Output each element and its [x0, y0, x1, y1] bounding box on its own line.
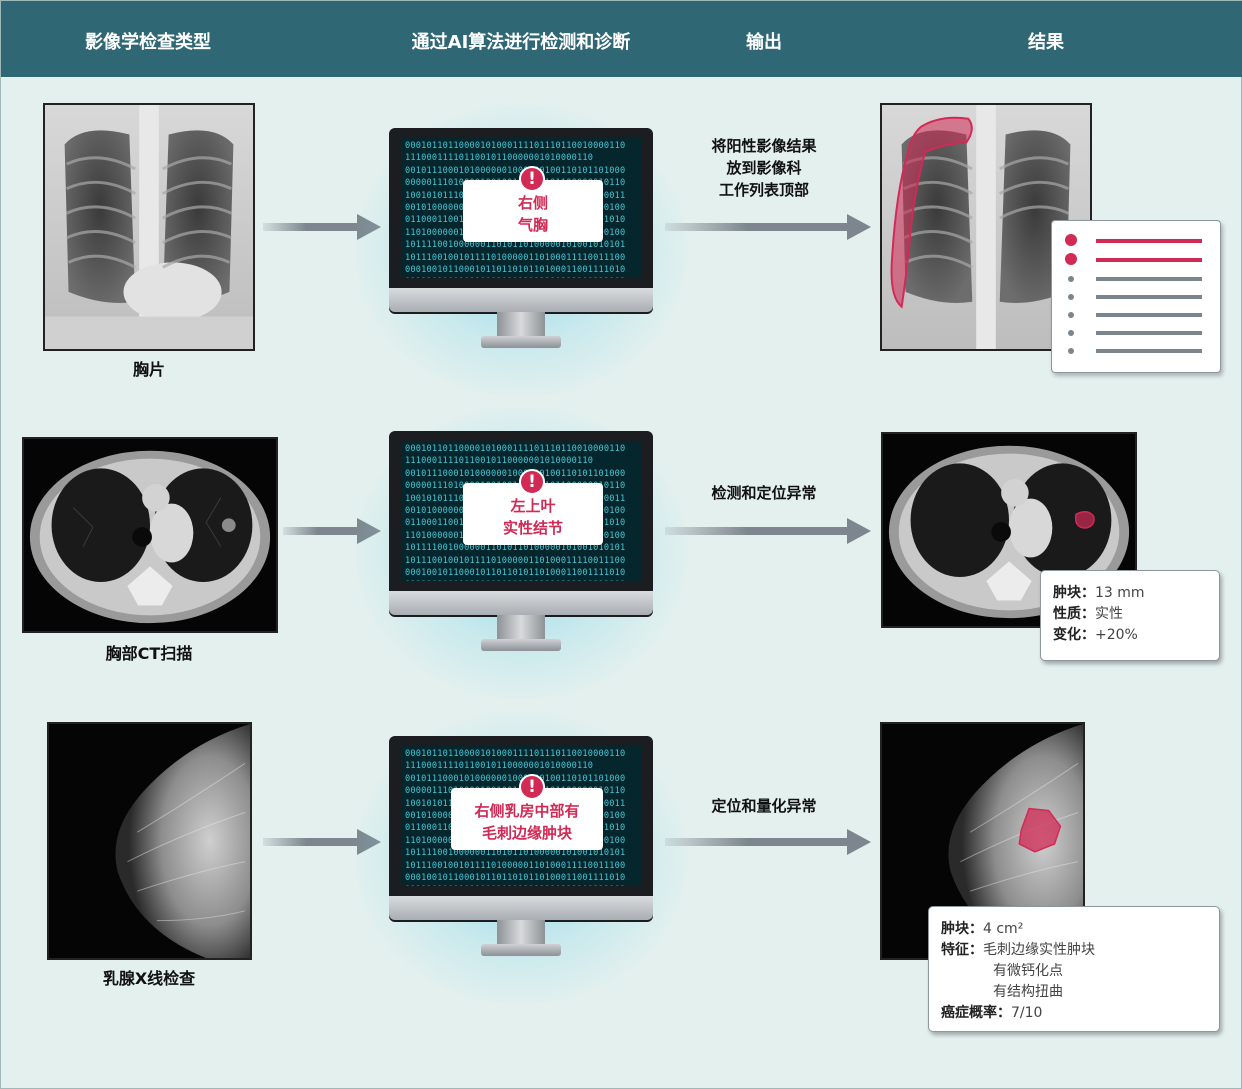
value-mass: 4 cm² [983, 921, 1024, 937]
caption-chest-ct: 胸部CT扫描 [105, 644, 193, 663]
monitor-icon: 0001011011000010100011110111011001000011… [389, 431, 653, 653]
label-mass: 肿块： [1053, 585, 1095, 601]
chest-ct-image [22, 437, 278, 633]
label-mass: 肿块： [941, 921, 983, 937]
report-list-icon [1051, 220, 1221, 373]
alert-icon: ! [519, 166, 545, 192]
value-feature-3: 有结构扭曲 [993, 984, 1063, 1000]
result-box-mammogram: 肿块：4 cm² 特征：毛刺边缘实性肿块 有微钙化点 有结构扭曲 癌症概率：7/… [928, 906, 1220, 1032]
monitor-icon: 0001011011000010100011110111011001000011… [389, 736, 653, 958]
caption-chest-xray: 胸片 [132, 360, 166, 379]
output-line1: 检测和定位异常 [711, 484, 817, 502]
output-text-row3: 定位和量化异常 [711, 795, 816, 817]
value-change: +20% [1095, 627, 1138, 643]
arrow-right-icon [665, 829, 871, 855]
alert-text-line1: 右侧 [517, 194, 548, 212]
output-line2: 放到影像科 [726, 159, 802, 177]
output-text-row1: 将阳性影像结果 放到影像科 工作列表顶部 [711, 135, 816, 201]
value-mass: 13 mm [1095, 585, 1145, 601]
arrow-right-icon [665, 214, 871, 240]
label-nature: 性质： [1053, 606, 1095, 622]
header-bar: 影像学检查类型 通过AI算法进行检测和诊断 输出 结果 [1, 1, 1242, 77]
ai-screen: 0001011011000010100011110111011001000011… [401, 441, 641, 581]
output-text-row2: 检测和定位异常 [711, 482, 816, 504]
ai-screen: 0001011011000010100011110111011001000011… [401, 138, 641, 278]
alert-text-line2: 毛刺边缘肿块 [481, 824, 572, 842]
chest-xray-image [43, 103, 255, 351]
label-cancer-probability: 癌症概率： [941, 1005, 1011, 1021]
alert-text-line2: 实性结节 [502, 519, 563, 537]
alert-icon: ! [519, 774, 545, 800]
alert-icon: ! [519, 469, 545, 495]
header-imaging-type: 影像学检查类型 [85, 32, 211, 53]
caption-mammogram: 乳腺X线检查 [102, 969, 196, 988]
header-result: 结果 [1028, 32, 1064, 53]
alert-text-line1: 左上叶 [510, 497, 556, 515]
output-line1: 定位和量化异常 [711, 797, 817, 815]
result-box-ct: 肿块：13 mm 性质：实性 变化：+20% [1040, 570, 1220, 661]
header-output: 输出 [746, 32, 782, 53]
value-nature: 实性 [1095, 606, 1123, 622]
output-line1: 将阳性影像结果 [711, 137, 817, 155]
output-line3: 工作列表顶部 [718, 181, 810, 199]
header-ai-detection: 通过AI算法进行检测和诊断 [411, 32, 631, 53]
label-change: 变化： [1053, 627, 1095, 643]
value-feature-1: 毛刺边缘实性肿块 [983, 942, 1095, 958]
ai-screen: 0001011011000010100011110111011001000011… [401, 746, 641, 886]
label-feature: 特征： [941, 942, 983, 958]
alert-box-mass: 右侧乳房中部有 毛刺边缘肿块 [451, 788, 603, 850]
alert-text-line1: 右侧乳房中部有 [474, 802, 580, 820]
alert-text-line2: 气胸 [517, 216, 548, 234]
value-feature-2: 有微钙化点 [993, 963, 1063, 979]
mammogram-image [47, 722, 252, 960]
value-cancer-probability: 7/10 [1011, 1005, 1043, 1021]
arrow-right-icon [665, 518, 871, 544]
monitor-icon: 0001011011000010100011110111011001000011… [389, 128, 653, 350]
